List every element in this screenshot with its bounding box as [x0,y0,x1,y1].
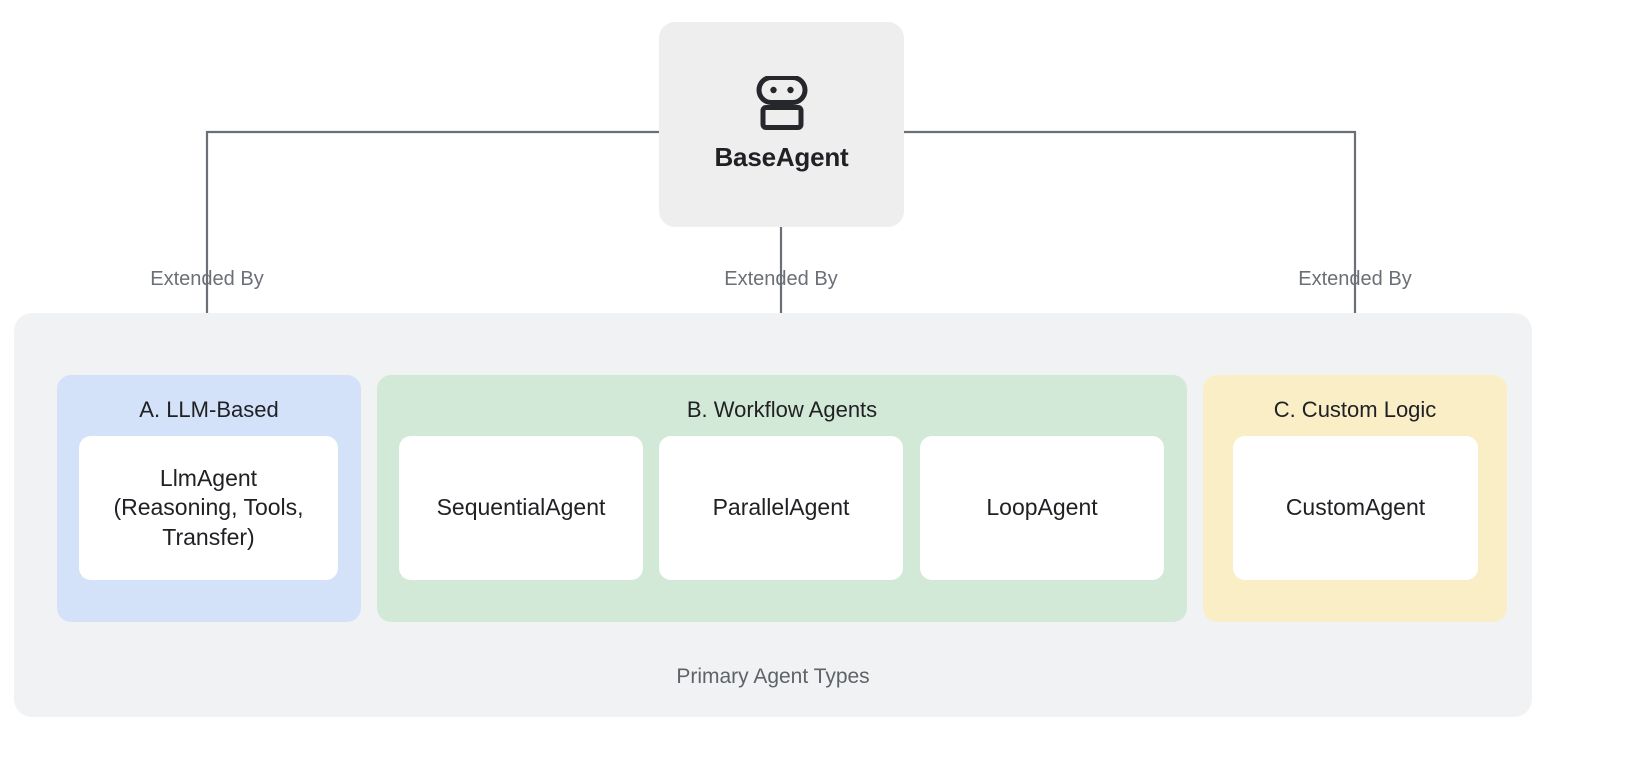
node-base-agent[interactable]: BaseAgent [659,22,904,227]
panel-custom-logic[interactable]: C. Custom Logic CustomAgent [1203,375,1507,622]
panel-llm-based-title: A. LLM-Based [139,397,279,422]
edge-label-extended-by-custom: Extended By [1298,268,1412,290]
card-custom-agent-label: CustomAgent [1285,494,1426,521]
edge-label-extended-by-workflow: Extended By [724,268,838,290]
card-loop-agent[interactable]: LoopAgent [920,436,1164,580]
edge-label-extended-by-llm: Extended By [150,268,264,290]
panel-custom-logic-title: C. Custom Logic [1273,397,1437,422]
robot-icon [756,76,807,130]
panel-llm-based[interactable]: A. LLM-Based LlmAgent(Reasoning, Tools,T… [57,375,361,622]
card-llm-agent-label: LlmAgent(Reasoning, Tools,Transfer) [113,465,304,550]
card-parallel-agent-label: ParallelAgent [712,494,850,521]
card-llm-agent[interactable]: LlmAgent(Reasoning, Tools,Transfer) [79,436,338,580]
panel-workflow-agents-title: B. Workflow Agents [686,397,878,422]
card-sequential-agent-label: SequentialAgent [436,494,606,521]
group-caption: Primary Agent Types [676,665,870,688]
card-custom-agent[interactable]: CustomAgent [1233,436,1478,580]
card-sequential-agent[interactable]: SequentialAgent [399,436,643,580]
card-parallel-agent[interactable]: ParallelAgent [659,436,903,580]
node-base-agent-label: BaseAgent [714,142,849,172]
card-loop-agent-label: LoopAgent [986,494,1098,521]
panel-workflow-agents[interactable]: B. Workflow Agents SequentialAgent Paral… [377,375,1187,622]
